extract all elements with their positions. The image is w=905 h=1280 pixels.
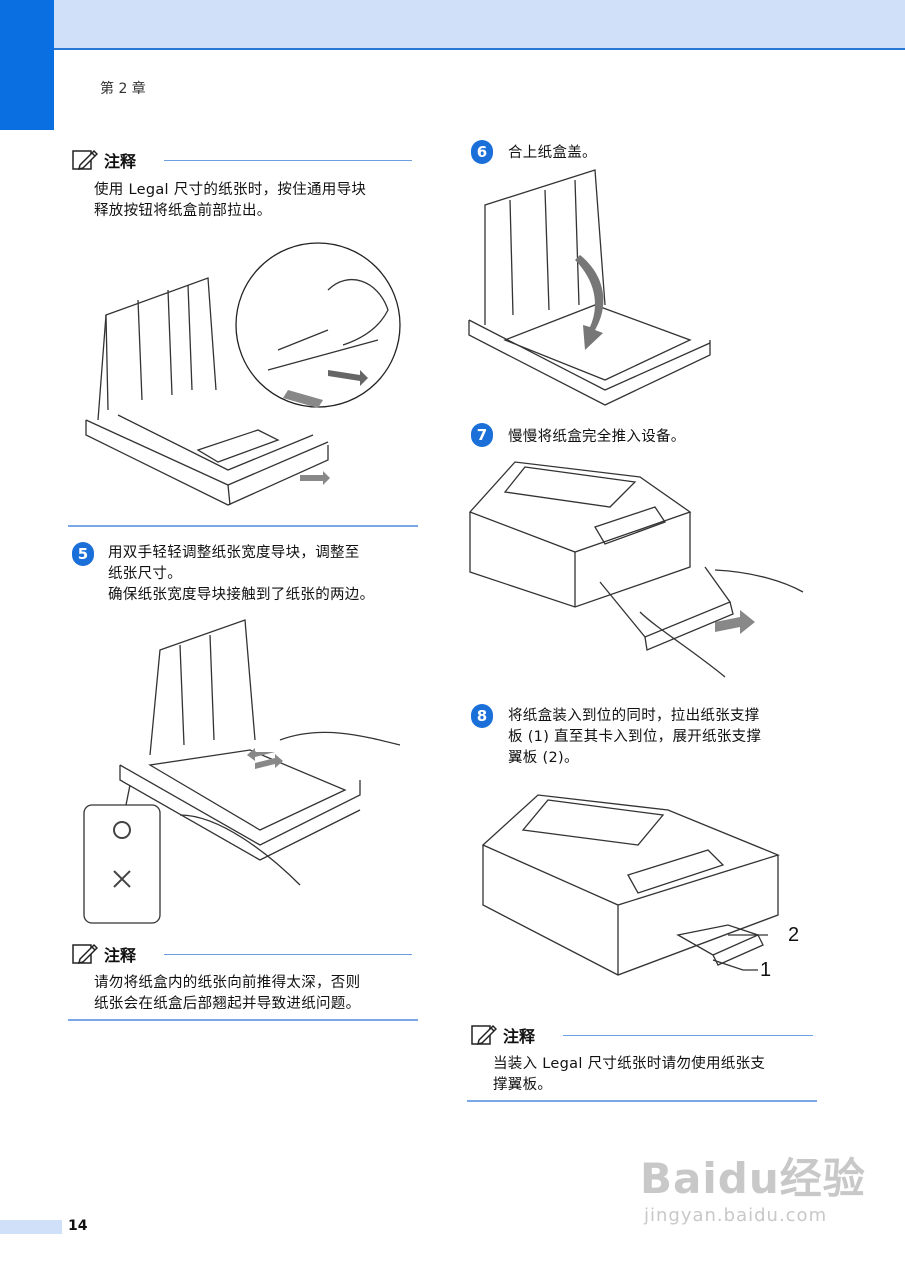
step-line: 翼板 (2)。 — [508, 750, 579, 766]
note-line: 释放按钮将纸盒前部拉出。 — [94, 203, 272, 219]
paper-support-illustration — [481, 794, 780, 976]
callout-label: 1 — [760, 959, 772, 981]
paper-guide-illustration — [83, 619, 401, 924]
step-line: 慢慢将纸盒完全推入设备。 — [508, 429, 686, 445]
chapter-side-tab — [0, 0, 54, 130]
note-body: 当装入 Legal 尺寸纸张时请勿使用纸张支 撑翼板。 — [493, 1054, 765, 1096]
step-number-badge: 5 — [72, 542, 94, 566]
watermark-url: jingyan.baidu.com — [644, 1205, 828, 1226]
note-heading-rule — [164, 953, 413, 955]
note-heading: 注释 — [72, 942, 413, 966]
pencil-note-icon — [471, 1024, 497, 1046]
footer-band — [0, 1220, 62, 1234]
note-body: 请勿将纸盒内的纸张向前推得太深，否则 纸张会在纸盒后部翘起并导致进纸问题。 — [94, 973, 360, 1015]
step-line: 将纸盒装入到位的同时，拉出纸张支撑 — [508, 708, 760, 724]
step-line: 用双手轻轻调整纸张宽度导块，调整至 — [108, 545, 360, 561]
step-text: 将纸盒装入到位的同时，拉出纸张支撑 板 (1) 直至其卡入到位，展开纸张支撑 翼… — [508, 706, 761, 769]
note-title: 注释 — [104, 152, 137, 171]
callout-label: 2 — [788, 924, 800, 946]
close-tray-cover-illustration — [468, 169, 711, 406]
header-band — [0, 0, 905, 50]
step-text: 慢慢将纸盒完全推入设备。 — [508, 427, 686, 448]
step-number-badge: 8 — [471, 704, 493, 728]
note-heading-rule — [164, 159, 413, 161]
step-text: 合上纸盒盖。 — [508, 143, 597, 164]
note-body: 使用 Legal 尺寸的纸张时，按住通用导块 释放按钮将纸盒前部拉出。 — [94, 180, 366, 222]
note-heading: 注释 — [471, 1023, 814, 1047]
note-line: 当装入 Legal 尺寸纸张时请勿使用纸张支 — [493, 1056, 766, 1072]
insert-tray-illustration — [468, 461, 804, 678]
pencil-note-icon — [72, 943, 98, 965]
tray-extension-illustration — [85, 242, 401, 506]
note-heading: 注释 — [72, 148, 413, 172]
step-line: 确保纸张宽度导块接触到了纸张的两边。 — [108, 587, 375, 603]
section-divider — [68, 525, 418, 527]
step-line: 纸张尺寸。 — [108, 566, 182, 582]
note-title: 注释 — [503, 1027, 536, 1046]
note-line: 纸张会在纸盒后部翘起并导致进纸问题。 — [94, 996, 361, 1012]
step-text: 用双手轻轻调整纸张宽度导块，调整至 纸张尺寸。 确保纸张宽度导块接触到了纸张的两… — [108, 543, 374, 606]
page-number: 14 — [68, 1218, 88, 1234]
note-line: 请勿将纸盒内的纸张向前推得太深，否则 — [94, 975, 361, 991]
pencil-note-icon — [72, 149, 98, 171]
section-divider — [68, 1019, 418, 1021]
note-line: 撑翼板。 — [493, 1077, 553, 1093]
baidu-watermark: Baidu经验 jingyan.baidu.com — [640, 1145, 866, 1226]
step-number-badge: 7 — [471, 423, 493, 447]
watermark-brand: Baidu经验 — [640, 1154, 866, 1203]
note-title: 注释 — [104, 946, 137, 965]
note-heading-rule — [563, 1034, 814, 1036]
section-divider — [467, 1100, 817, 1102]
chapter-label: 第 2 章 — [100, 81, 146, 97]
step-line: 合上纸盒盖。 — [508, 145, 597, 161]
step-line: 板 (1) 直至其卡入到位，展开纸张支撑 — [508, 729, 762, 745]
step-number-badge: 6 — [471, 140, 493, 164]
note-line: 使用 Legal 尺寸的纸张时，按住通用导块 — [94, 182, 367, 198]
